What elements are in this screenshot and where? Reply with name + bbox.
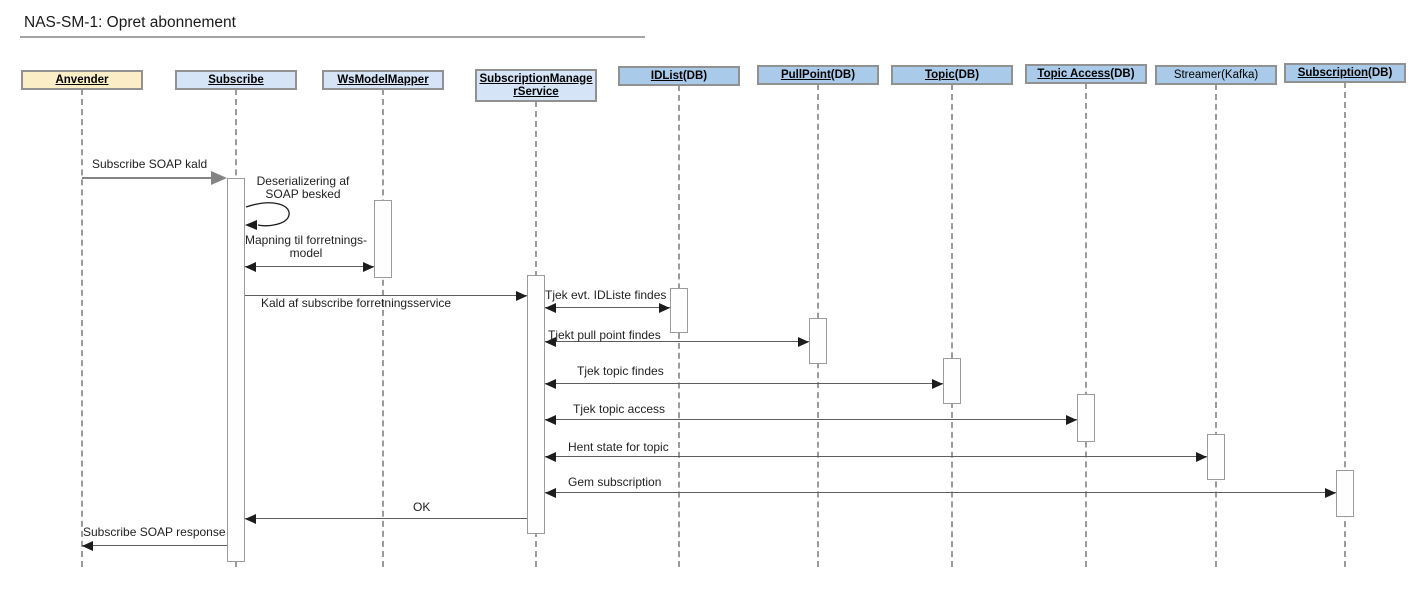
arrowhead-right-icon [659,303,670,313]
arrowhead-left-icon [245,262,256,272]
activation-pullpoint [809,318,827,364]
activation-topic [943,358,961,404]
lifeline-topic-access [1085,83,1087,567]
participant-subscription-db: Subscription(DB) [1284,63,1406,83]
message-label: Kald af subscribe forretningsservice [261,296,452,310]
arrow-line [545,456,1207,457]
participant-label: Anvender [55,73,109,86]
participant-label: Topic(DB) [924,68,980,81]
arrowhead-right-icon [1196,452,1207,462]
arrowhead-left-icon [545,488,556,498]
activation-topic-access [1077,394,1095,442]
participant-topic-access-db: Topic Access(DB) [1025,64,1147,84]
participant-label: Topic Access(DB) [1037,67,1135,80]
message-label: Subscribe SOAP response [83,525,226,539]
arrowhead-left-icon [545,337,556,347]
message-label: Deserializering af SOAP besked [256,174,350,201]
participant-label: Subscription(DB) [1297,66,1393,79]
arrowhead-left-icon [245,514,256,524]
activation-subscription [1336,470,1354,517]
participant-label: IDList(DB) [650,69,708,82]
page-title: NAS-SM-1: Opret abonnement [24,14,236,31]
arrow-line [245,518,527,519]
activation-subscriptionmanagerservice [527,275,545,534]
arrow-line [82,545,227,546]
participant-label: Subscribe [208,73,264,86]
arrow-line [545,492,1336,493]
arrowhead-left-icon [82,541,93,551]
arrowhead-right-icon [516,291,527,301]
participant-label: SubscriptionManagerService [479,72,593,98]
message-label: Tjekt pull point findes [548,328,661,342]
lifeline-streamer [1215,84,1217,567]
message-label: OK [413,500,431,514]
arrow-line [245,295,527,296]
message-label: Tjek evt. IDListe findes [545,288,667,302]
arrowhead-right-icon [798,337,809,347]
arrow-line [545,341,809,342]
participant-label: WsModelMapper [337,73,429,86]
lifeline-topic [951,84,953,567]
message-label: Tjek topic findes [577,364,664,378]
title-underline [20,36,645,38]
participant-anvender: Anvender [21,70,143,90]
arrow-line [82,177,213,179]
participant-idlist-db: IDList(DB) [618,66,740,86]
arrowhead-right-icon [211,171,227,185]
arrowhead-right-icon [363,262,374,272]
arrowhead-left-icon [545,415,556,425]
lifeline-wsmodelmapper [382,89,384,567]
arrowhead-left-icon [545,379,556,389]
participant-subscriptionmanagerservice: SubscriptionManagerService [475,69,597,102]
participant-label: PullPoint(DB) [780,68,856,81]
activation-idlist [670,288,688,333]
arrow-line [545,419,1077,420]
self-loop-arrow-icon [245,202,290,230]
lifeline-anvender [81,89,83,567]
participant-label: Streamer(Kafka) [1173,68,1259,81]
arrow-line [545,383,943,384]
participant-pullpoint-db: PullPoint(DB) [757,65,879,85]
arrowhead-right-icon [1066,415,1077,425]
participant-subscribe: Subscribe [175,70,297,90]
message-label: Mapning til forretnings-model [244,233,368,260]
lifeline-subscription [1344,82,1346,567]
activation-wsmodelmapper [374,200,392,278]
message-label: Tjek topic access [573,402,666,416]
message-label: Gem subscription [568,475,662,489]
activation-streamer [1207,434,1225,480]
arrowhead-right-icon [932,379,943,389]
arrow-line [245,266,374,267]
arrowhead-left-icon [545,452,556,462]
participant-wsmodelmapper: WsModelMapper [322,70,444,90]
message-label: Hent state for topic [568,440,669,454]
participant-topic-db: Topic(DB) [891,65,1013,85]
participant-streamer-kafka: Streamer(Kafka) [1155,65,1277,85]
arrowhead-right-icon [1325,488,1336,498]
activation-subscribe [227,178,245,562]
arrowhead-left-icon [545,303,556,313]
arrow-line [545,307,670,308]
message-label: Subscribe SOAP kald [92,157,208,171]
